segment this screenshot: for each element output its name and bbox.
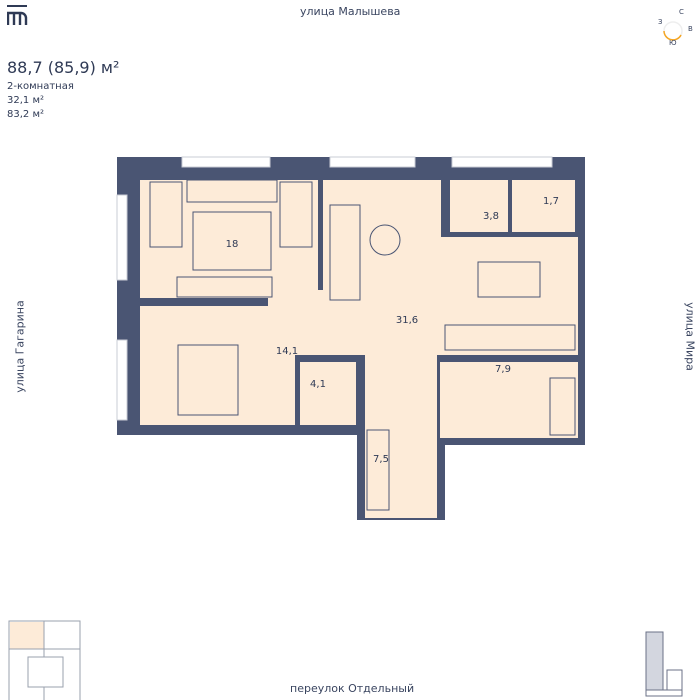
hall-wardrobe (366, 429, 390, 511)
kitchen-counter (444, 324, 576, 351)
window (116, 194, 128, 281)
area-2: 83,2 м² (7, 109, 44, 120)
rooms-type: 2-комнатная (7, 81, 74, 92)
bed (149, 181, 183, 248)
compass-n: С (679, 8, 684, 16)
room-area-bath-1: 4,1 (310, 379, 326, 390)
window (329, 156, 416, 168)
rug (192, 211, 272, 271)
compass-ring-icon (663, 21, 683, 41)
wardrobe (176, 276, 273, 298)
floor-bath-2 (440, 362, 578, 438)
windows (116, 156, 553, 421)
compass-w: З (658, 18, 663, 26)
window (181, 156, 271, 168)
bathtub (549, 377, 576, 436)
compass-e: В (688, 25, 693, 33)
total-area: 88,7 (85,9) м² (7, 58, 120, 77)
compass-s: Ю (669, 39, 677, 47)
desk (186, 179, 278, 203)
table (369, 224, 401, 256)
furniture (149, 179, 576, 511)
sofa (329, 204, 361, 301)
bed (279, 181, 313, 248)
logo-icon (6, 5, 28, 25)
floor-hall (365, 355, 437, 518)
window (451, 156, 553, 168)
room-area-hall: 7,5 (373, 454, 389, 465)
living-area: 32,1 м² (7, 95, 44, 106)
floor-kitchen (441, 237, 578, 355)
room-area-bath-2: 7,9 (495, 364, 511, 375)
floor-corridor (268, 290, 368, 355)
floor-storage-1 (450, 180, 508, 232)
room-area-bedroom-2: 14,1 (276, 346, 298, 357)
dining-table (477, 261, 541, 298)
floors (140, 180, 578, 518)
floor-bath-1 (300, 362, 356, 425)
street-bottom: переулок Отдельный (290, 682, 415, 695)
logo (6, 5, 29, 27)
room-area-storage-2: 1,7 (543, 196, 559, 207)
room-area-storage-1: 3,8 (483, 211, 499, 222)
floor-bedroom-1 (140, 180, 318, 298)
floor-storage-2 (512, 180, 575, 232)
street-top: улица Малышева (300, 5, 401, 18)
compass: С З В Ю (650, 8, 695, 53)
building-icon (645, 631, 683, 697)
window (116, 339, 128, 421)
selected-section (10, 622, 44, 649)
room-area-living: 31,6 (396, 315, 418, 326)
room-area-bedroom-1: 18 (226, 239, 239, 250)
double-bed (177, 344, 239, 416)
floor-key-plan (8, 620, 81, 700)
